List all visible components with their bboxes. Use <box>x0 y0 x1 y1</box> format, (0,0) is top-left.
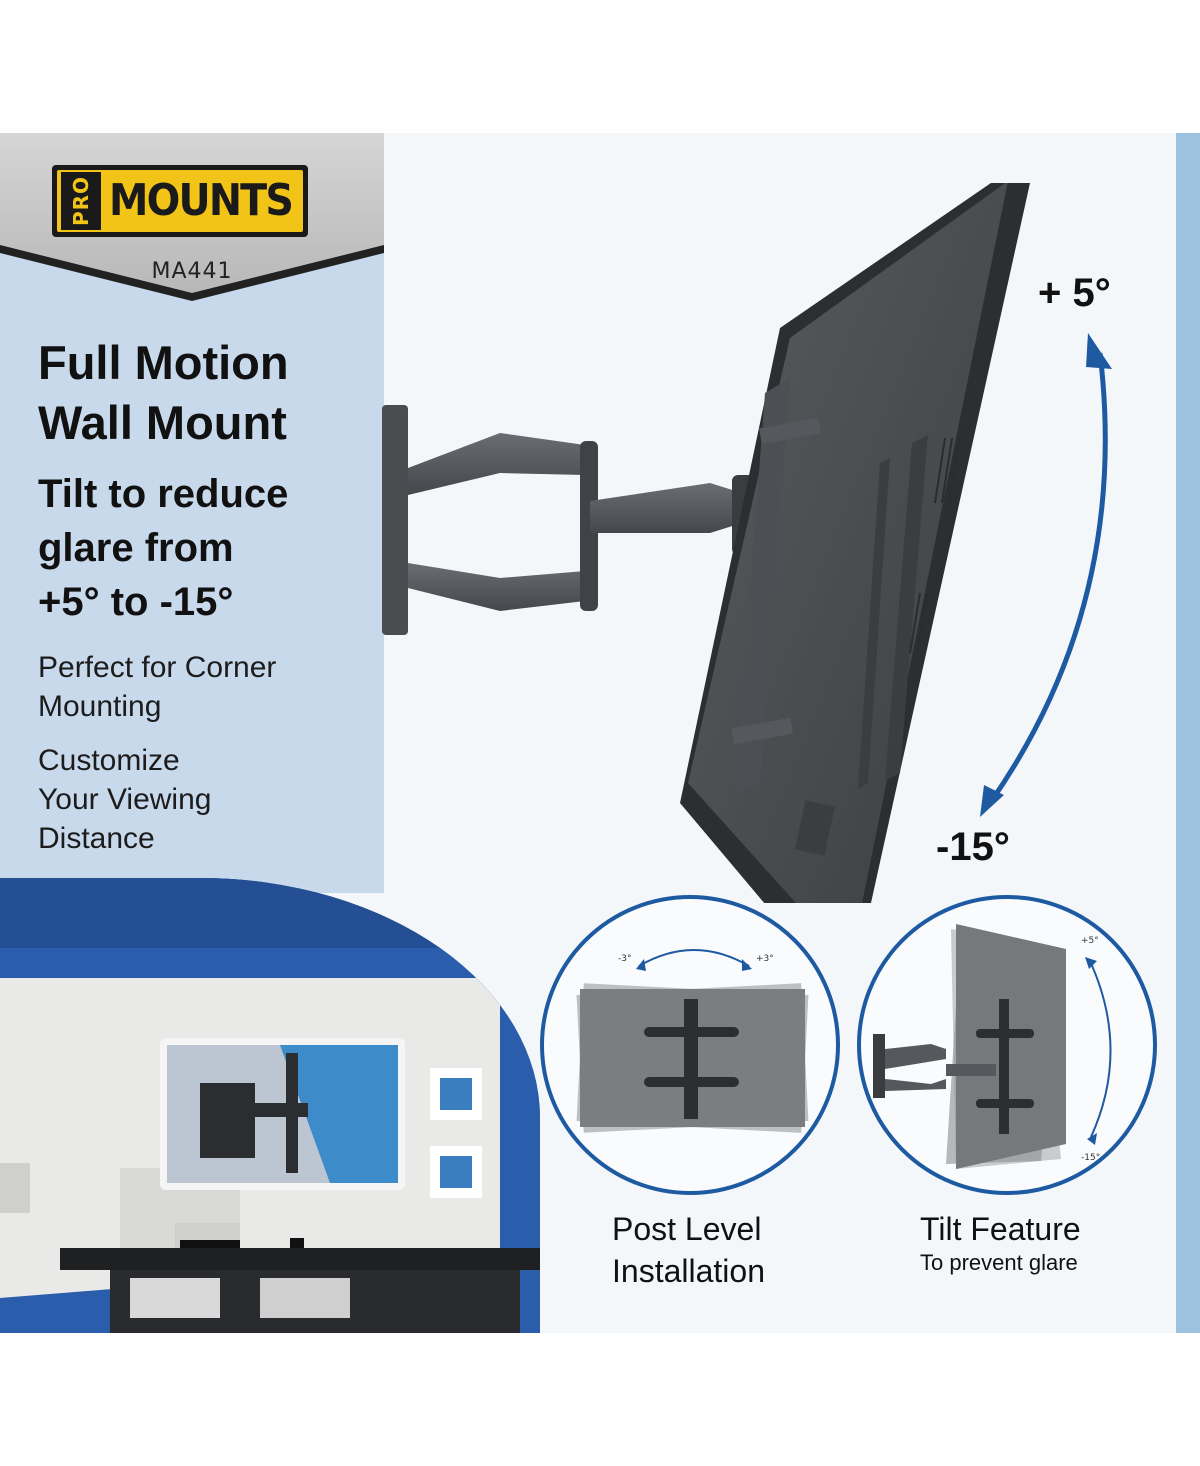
info-panel: PRO MOUNTS MA441 Full Motion Wall Mount … <box>0 133 384 893</box>
right-accent-strip <box>1176 133 1200 1333</box>
tilt-feature-up-label: +5° <box>1081 936 1099 946</box>
tilt-down-label: -15° <box>936 825 1010 869</box>
tilt-feature-down-label: -15° <box>1081 1153 1101 1163</box>
feature-viewing-distance: Customize Your Viewing Distance <box>38 744 212 855</box>
post-level-left-label: -3° <box>618 954 632 964</box>
product-image: PRO MOUNTS MA441 Full Motion Wall Mount … <box>0 133 1200 1333</box>
tv-mount-illustration <box>382 183 1030 903</box>
brand-logo: PRO MOUNTS <box>52 165 308 237</box>
headline: Full Motion Wall Mount <box>38 336 289 449</box>
model-number: MA441 <box>151 259 233 284</box>
logo-wordmark: MOUNTS <box>109 175 294 226</box>
tilt-feature-caption: Tilt Feature To prevent glare <box>920 1211 1081 1275</box>
post-level-caption: Post Level Installation <box>612 1211 765 1289</box>
post-level-circle: -3° +3° <box>540 895 840 1195</box>
logo-pro-mark: PRO <box>61 172 101 230</box>
feature-corner-mounting: Perfect for Corner Mounting <box>38 651 277 723</box>
tilt-arc-arrow <box>980 333 1112 817</box>
post-level-right-label: +3° <box>756 954 774 964</box>
tilt-heading: Tilt to reduce glare from +5° to -15° <box>38 472 289 624</box>
tilt-feature-circle: +5° -15° <box>857 895 1157 1195</box>
tilt-up-label: + 5° <box>1038 271 1111 315</box>
room-scene <box>0 878 540 1333</box>
